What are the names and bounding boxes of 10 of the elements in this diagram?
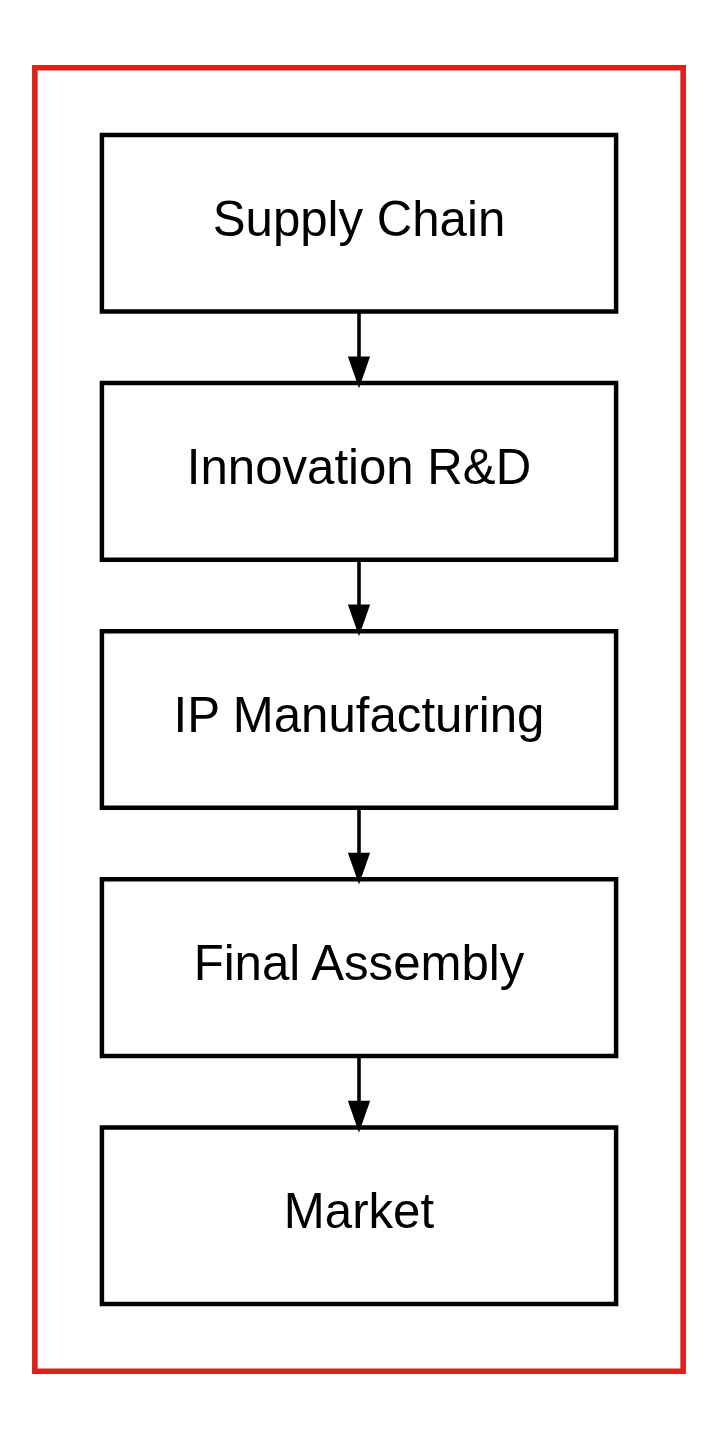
arrow xyxy=(347,807,371,884)
node-box: Market xyxy=(99,1124,619,1306)
arrow xyxy=(347,311,371,388)
node-box: IP Manufacturing xyxy=(99,628,619,810)
arrow xyxy=(347,559,371,636)
node-box: Supply Chain xyxy=(99,132,619,314)
node-box: Innovation R&D xyxy=(99,380,619,562)
node-box: Final Assembly xyxy=(99,876,619,1058)
arrow xyxy=(347,1056,371,1133)
cluster xyxy=(32,64,686,1374)
